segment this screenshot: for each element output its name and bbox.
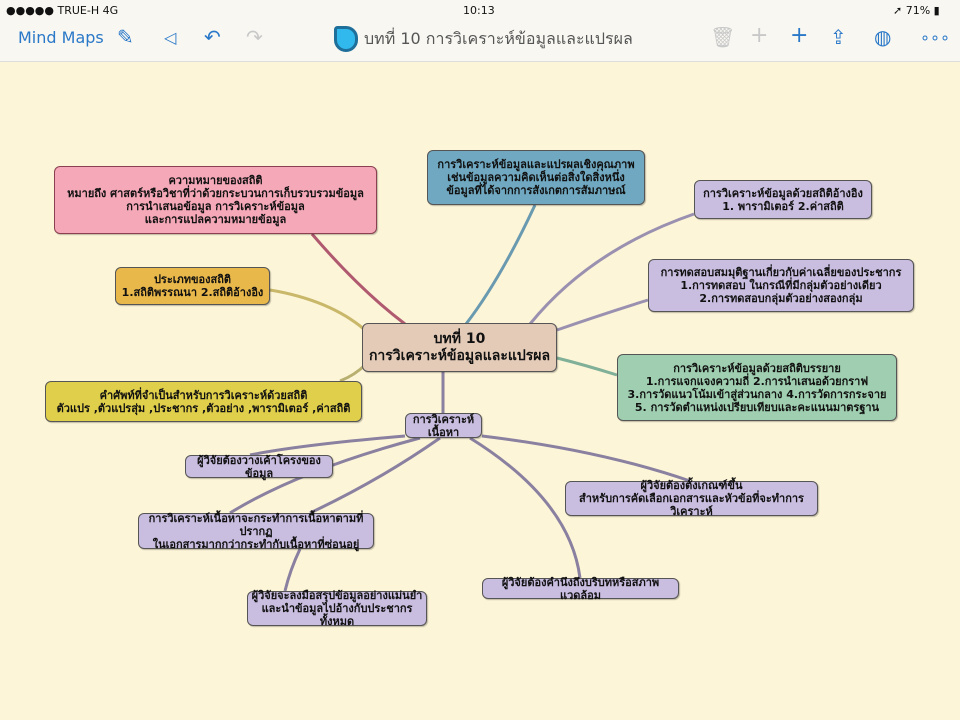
- undo-icon[interactable]: ↶: [204, 25, 221, 49]
- node-line: การวิเคราะห์ข้อมูลและแปรผลเชิงคุณภาพ: [437, 158, 635, 171]
- node-meaning[interactable]: ความหมายของสถิติหมายถึง ศาสตร์หรือวิชาที…: [54, 166, 377, 234]
- node-qualitative[interactable]: การวิเคราะห์ข้อมูลและแปรผลเชิงคุณภาพเช่น…: [427, 150, 645, 205]
- node-line: ผู้วิจัยต้องตั้งเกณฑ์ขึ้น: [640, 479, 743, 492]
- node-c5[interactable]: ผู้วิจัยต้องตั้งเกณฑ์ขึ้นสำหรับการคัดเลื…: [565, 479, 818, 518]
- node-content-analysis[interactable]: การวิเคราะห์เนื้อหา: [405, 412, 482, 439]
- title-text: บทที่ 10 การวิเคราะห์ข้อมูลและแปรผล: [364, 28, 633, 48]
- toolbar: Mind Maps ✎ ◁ ↶ ↷ บทที่ 10 การวิเคราะห์ข…: [0, 20, 960, 62]
- node-line: ในเอกสารมากกว่ากระทำกับเนื้อหาที่ซ่อนอยู…: [152, 537, 360, 551]
- node-line: การวิเคราะห์ข้อมูลด้วยสถิติบรรยาย: [673, 361, 841, 375]
- node-line: ผู้วิจัยจะลงมือสรุปข้อมูลอย่างแม่นยำ: [251, 589, 423, 602]
- trash-icon[interactable]: 🗑: [710, 25, 736, 49]
- node-line: 1. พารามิเตอร์ 2.ค่าสถิติ: [722, 199, 844, 213]
- node-line: 5. การวัดตำแหน่งเปรียบเทียบและคะแนนมาตรฐ…: [634, 400, 880, 414]
- share-icon[interactable]: ⇪: [830, 25, 847, 49]
- node-line: 1.การทดสอบ ในกรณีที่มีกลุ่มตัวอย่างเดียว: [680, 279, 882, 292]
- node-types[interactable]: ประเภทของสถิติ1.สถิติพรรณนา 2.สถิติอ้างอ…: [115, 267, 270, 305]
- mind-maps-back-button[interactable]: Mind Maps: [18, 28, 104, 47]
- node-line: ประเภทของสถิติ: [153, 273, 232, 286]
- status-bar: ●●●●● TRUE-H 4G 10:13 ➚ 71% ▮: [0, 0, 960, 20]
- add-icon[interactable]: +: [750, 23, 769, 48]
- palette-icon[interactable]: ◍: [874, 25, 892, 49]
- edit-icon[interactable]: ✎: [117, 25, 134, 49]
- node-line: สำหรับการคัดเลือกเอกสารและหัวข้อที่จะทำก…: [579, 492, 804, 518]
- node-line: ความหมายของสถิติ: [168, 174, 263, 187]
- node-line: การวิเคราะห์เนื้อหา: [412, 412, 475, 439]
- node-c3[interactable]: ผู้วิจัยจะลงมือสรุปข้อมูลอย่างแม่นยำและน…: [247, 589, 427, 628]
- node-line: การวิเคราะห์ข้อมูลและแปรผล: [368, 347, 551, 364]
- node-line: บทที่ 10: [433, 330, 486, 347]
- node-line: ข้อมูลที่ได้จากการสังเกตการสัมภาษณ์: [446, 184, 626, 197]
- battery: ➚ 71% ▮: [893, 4, 940, 17]
- node-c2[interactable]: การวิเคราะห์เนื้อหาจะกระทำการเนื้อหาตามท…: [138, 511, 374, 551]
- node-line: 1.สถิติพรรณนา 2.สถิติอ้างอิง: [121, 286, 264, 299]
- node-line: และการแปลความหมายข้อมูล: [144, 213, 287, 226]
- document-title[interactable]: บทที่ 10 การวิเคราะห์ข้อมูลและแปรผล: [334, 26, 633, 52]
- node-terms[interactable]: คำศัพท์ที่จำเป็นสำหรับการวิเคราะห์ด้วยสถ…: [45, 381, 362, 422]
- mindmap-logo-icon: [334, 26, 358, 52]
- node-line: 3.การวัดแนวโน้มเข้าสู่ส่วนกลาง 4.การวัดก…: [627, 387, 887, 401]
- back-triangle-icon[interactable]: ◁: [164, 28, 177, 47]
- node-line: เช่นข้อมูลความคิดเห็นต่อสิ่งใดสิ่งหนึ่ง: [447, 171, 625, 184]
- node-line: 1.การแจกแจงความถี่ 2.การนำเสนอด้วยกราฟ: [645, 374, 869, 388]
- carrier: ●●●●● TRUE-H 4G: [6, 4, 119, 17]
- node-c1[interactable]: ผู้วิจัยต้องวางเค้าโครงของข้อมูล: [185, 453, 333, 480]
- more-icon[interactable]: ∘∘∘: [920, 28, 951, 47]
- clock: 10:13: [463, 4, 495, 17]
- redo-icon[interactable]: ↷: [246, 25, 263, 49]
- node-line: และนำข้อมูลไปอ้างกับประชากรทั้งหมด: [261, 602, 413, 628]
- node-line: ผู้วิจัยต้องคำนึงถึงบริบทหรือสภาพแวดล้อม: [501, 575, 660, 602]
- node-line: 2.การทดสอบกลุ่มตัวอย่างสองกลุ่ม: [699, 292, 863, 305]
- node-hypothesis[interactable]: การทดสอบสมมุติฐานเกี่ยวกับค่าเฉลี่ยของปร…: [648, 259, 914, 312]
- node-line: การทดสอบสมมุติฐานเกี่ยวกับค่าเฉลี่ยของปร…: [660, 266, 902, 279]
- add-child-icon[interactable]: +: [790, 23, 809, 48]
- node-line: ตัวแปร ,ตัวแปรสุ่ม ,ประชากร ,ตัวอย่าง ,พ…: [56, 401, 351, 415]
- node-line: คำศัพท์ที่จำเป็นสำหรับการวิเคราะห์ด้วยสถ…: [99, 388, 308, 402]
- node-line: ผู้วิจัยต้องวางเค้าโครงของข้อมูล: [197, 453, 321, 480]
- node-line: การวิเคราะห์ข้อมูลด้วยสถิติอ้างอิง: [703, 186, 863, 200]
- node-line: การวิเคราะห์เนื้อหาจะกระทำการเนื้อหาตามท…: [148, 511, 364, 538]
- node-line: การนำเสนอข้อมูล การวิเคราะห์ข้อมูล: [126, 200, 305, 213]
- node-c4[interactable]: ผู้วิจัยต้องคำนึงถึงบริบทหรือสภาพแวดล้อม: [482, 575, 679, 602]
- node-line: หมายถึง ศาสตร์หรือวิชาที่ว่าด้วยกระบวนกา…: [67, 187, 364, 200]
